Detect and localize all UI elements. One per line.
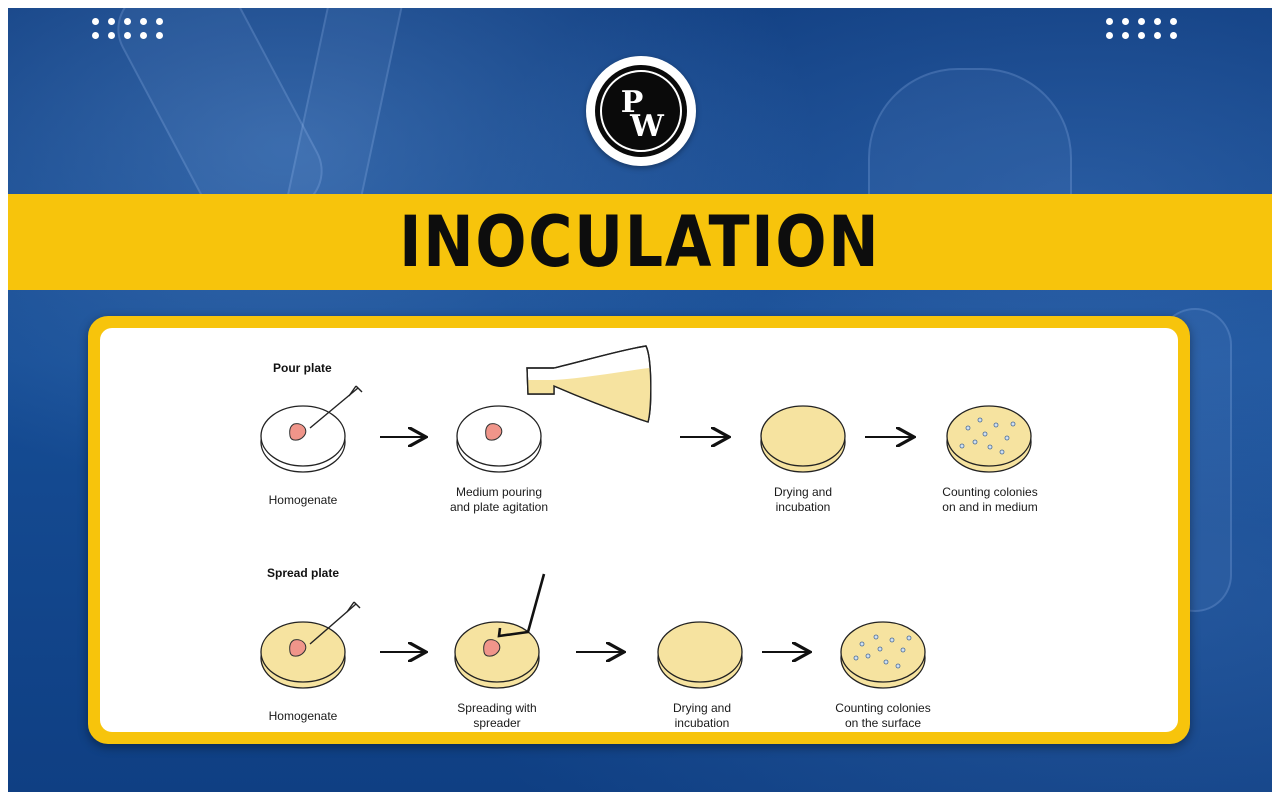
pour-step-2-label-line1: Medium pouring bbox=[456, 485, 542, 499]
pour-step-4-label-line1: Counting colonies bbox=[942, 485, 1037, 499]
pw-logo: P W bbox=[586, 56, 696, 166]
spread-plate-drying-dish bbox=[657, 621, 743, 689]
pour-plate-colonies-dish bbox=[946, 405, 1032, 473]
decorative-dots-left bbox=[92, 18, 164, 39]
spread-step-3-label-line1: Drying and bbox=[673, 701, 731, 715]
pour-step-1-label: Homogenate bbox=[269, 493, 338, 507]
pour-plate-drying-dish bbox=[760, 405, 846, 473]
spread-step-3-label-line2: incubation bbox=[675, 716, 730, 730]
title-banner: INOCULATION bbox=[8, 194, 1272, 290]
pour-step-3-label-line2: incubation bbox=[776, 500, 831, 514]
spreader-icon bbox=[497, 573, 546, 638]
diagram-panel: Pour plate Homogenate bbox=[88, 316, 1190, 744]
pour-plate-medium-pouring-dish bbox=[456, 405, 542, 473]
spread-step-2-label-line1: Spreading with bbox=[457, 701, 536, 715]
svg-text:P: P bbox=[621, 85, 644, 120]
spread-plate-spreading-dish bbox=[454, 573, 546, 689]
background: P W INOCULATION Pour plate bbox=[8, 8, 1272, 792]
page-title: INOCULATION bbox=[399, 201, 881, 283]
pour-step-4-label-line2: on and in medium bbox=[942, 500, 1037, 514]
pour-plate-homogenate-dish bbox=[260, 385, 363, 473]
pour-step-3-label-line1: Drying and bbox=[774, 485, 832, 499]
svg-text:W: W bbox=[629, 109, 665, 144]
pour-step-2-label-line2: and plate agitation bbox=[450, 500, 548, 514]
pour-plate-heading: Pour plate bbox=[273, 361, 332, 375]
spread-step-4-label-line2: on the surface bbox=[845, 716, 921, 730]
spread-plate-heading: Spread plate bbox=[267, 566, 339, 580]
spread-step-4-label-line1: Counting colonies bbox=[835, 701, 930, 715]
decorative-dots-right bbox=[1106, 18, 1178, 39]
spread-step-2-label-line2: spreader bbox=[473, 716, 520, 730]
spread-step-1-label: Homogenate bbox=[269, 709, 338, 723]
flask-icon bbox=[526, 345, 652, 423]
inoculation-diagram: Pour plate Homogenate bbox=[260, 345, 1038, 730]
diagram-card: Pour plate Homogenate bbox=[100, 328, 1178, 732]
spread-plate-colonies-dish bbox=[840, 621, 926, 689]
spread-plate-homogenate-dish bbox=[260, 601, 361, 689]
